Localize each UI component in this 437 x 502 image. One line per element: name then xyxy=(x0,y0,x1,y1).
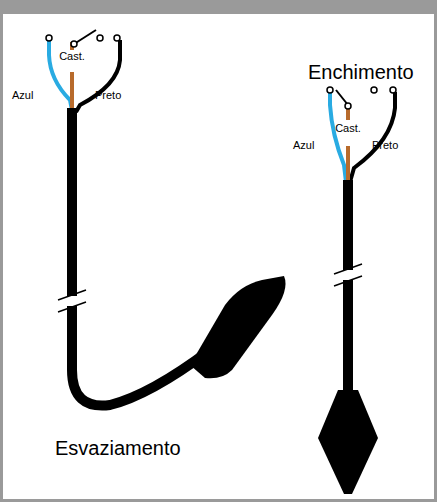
right-float xyxy=(318,390,378,494)
wire-label: Azul xyxy=(293,140,314,151)
wire-label: Azul xyxy=(12,90,33,101)
wire-label: Cast. xyxy=(335,123,361,134)
wire-label: Preto xyxy=(95,90,121,101)
right-wires xyxy=(327,87,396,182)
wire-label: Preto xyxy=(372,140,398,151)
left-float xyxy=(190,276,286,378)
right-cable xyxy=(343,180,353,395)
wire-label: Cast. xyxy=(59,51,85,62)
title-label: Enchimento xyxy=(308,62,414,82)
right-cable-break xyxy=(334,264,362,286)
left-cable-break xyxy=(58,290,86,312)
title-label: Esvaziamento xyxy=(55,438,181,458)
left-cable xyxy=(72,108,210,406)
